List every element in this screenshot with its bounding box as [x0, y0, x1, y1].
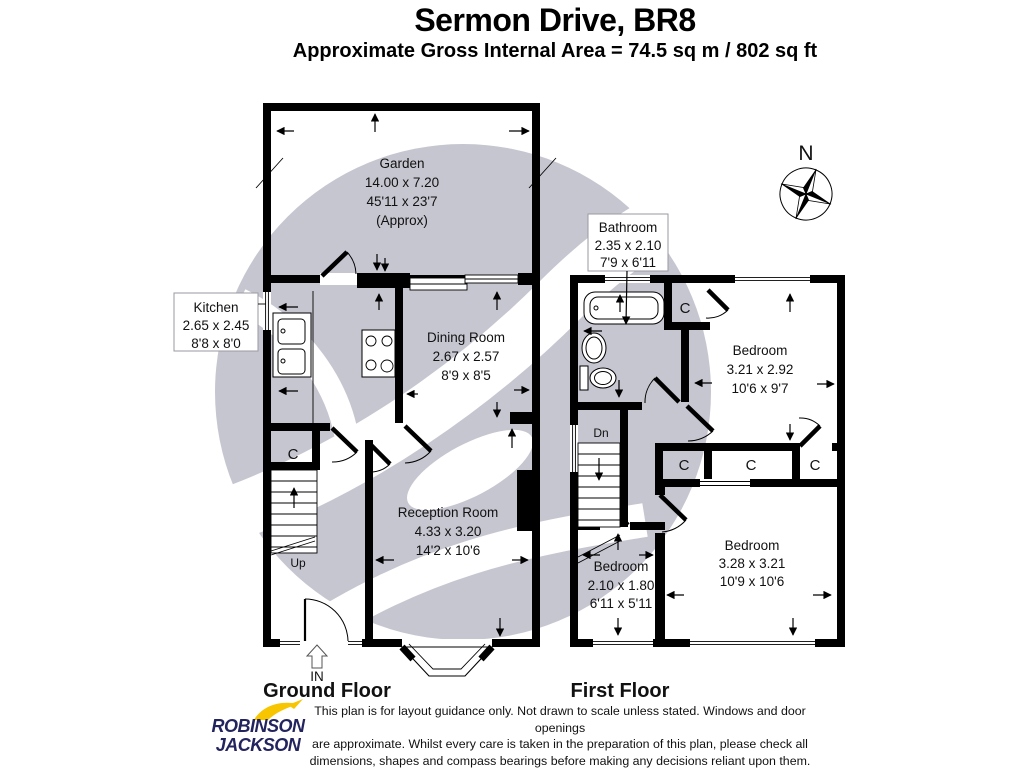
- stairs-down-label: Dn: [593, 426, 608, 440]
- bedroom-small-dim-metric: 2.10 x 1.80: [588, 578, 655, 593]
- ground-floor-windows: [255, 157, 557, 647]
- top-closet-door: [705, 288, 730, 319]
- entrance-arrow-icon: [305, 644, 329, 669]
- page-title: Sermon Drive, BR8: [414, 2, 696, 38]
- kitchen-dim-imperial: 8'8 x 8'0: [191, 336, 240, 351]
- basin: [581, 332, 607, 364]
- disclaimer-line-1: This plan is for layout guidance only. N…: [314, 704, 806, 735]
- dining-room-label: Dining Room: [427, 330, 505, 345]
- bedroom-front-door: [685, 404, 715, 442]
- first-floor-title: First Floor: [571, 680, 670, 702]
- page-subtitle: Approximate Gross Internal Area = 74.5 s…: [292, 40, 818, 62]
- bathroom-dim-imperial: 7'9 x 6'11: [600, 255, 656, 270]
- bedroom-small-dim-imperial: 6'11 x 5'11: [590, 596, 652, 611]
- bathroom-label-box: Bathroom 2.35 x 2.10 7'9 x 6'11: [587, 213, 669, 325]
- ff-closet3-label: C: [810, 457, 821, 474]
- bedroom-back-door: [658, 493, 688, 533]
- gf-closet-label: C: [288, 446, 299, 463]
- agency-name-line2: JACKSON: [215, 735, 301, 755]
- closet-sliding-front: [700, 479, 750, 487]
- kitchen-window: [263, 292, 271, 330]
- reception-door: [368, 442, 392, 473]
- front-door: [300, 598, 349, 647]
- compass-star-icon: [779, 167, 833, 221]
- ground-floor-plan: Kitchen 2.65 x 2.45 8'8 x 8'0 Garden 14.…: [173, 103, 557, 702]
- ff-closet1-label: C: [679, 457, 690, 474]
- bathroom-dim-metric: 2.35 x 2.10: [595, 238, 662, 253]
- stairs-up: [270, 469, 318, 556]
- kitchen-door: [330, 426, 359, 463]
- kitchen-label-box: Kitchen 2.65 x 2.45 8'8 x 8'0: [173, 292, 266, 352]
- chimney-breast: [517, 470, 540, 531]
- first-floor-plan: Bathroom 2.35 x 2.10 7'9 x 6'11 Bedroom …: [570, 213, 845, 702]
- bedroom-back-window: [690, 639, 815, 647]
- dining-reception-door: [403, 424, 433, 464]
- garden-window-right: [528, 157, 557, 189]
- entrance-label: IN: [310, 669, 324, 684]
- closet3-door: [798, 417, 822, 448]
- compass-rose: N: [779, 142, 833, 221]
- bedroom-small-window: [593, 639, 653, 647]
- bedroom-small-label: Bedroom: [594, 559, 649, 574]
- ff-closet-top-label: C: [680, 300, 691, 317]
- first-floor-dim-arrows: [582, 293, 835, 636]
- landing-window: [570, 425, 578, 472]
- ff-closet2-label: C: [746, 457, 757, 474]
- ground-floor-labels: Garden 14.00 x 7.20 45'11 x 23'7 (Approx…: [288, 156, 505, 570]
- disclaimer: This plan is for layout guidance only. N…: [296, 703, 824, 768]
- disclaimer-line-3: dimensions, shapes and compass bearings …: [309, 753, 811, 768]
- garden-window-left: [255, 157, 284, 189]
- bathroom-label: Bathroom: [599, 220, 658, 235]
- logo-bird-icon: [254, 699, 303, 720]
- ground-floor-walls: [263, 273, 540, 647]
- north-label: N: [798, 142, 813, 165]
- garden-walls: [263, 103, 540, 283]
- reception-room-dim-metric: 4.33 x 3.20: [415, 524, 482, 539]
- dining-window: [409, 274, 519, 291]
- bedroom-front-dim-imperial: 10'6 x 9'7: [732, 381, 789, 396]
- kitchen-dim-metric: 2.65 x 2.45: [183, 318, 250, 333]
- first-floor-labels: Bedroom 3.21 x 2.92 10'6 x 9'7 Bedroom 2…: [588, 300, 821, 611]
- bedroom-front-dim-metric: 3.21 x 2.92: [727, 362, 794, 377]
- garden-approx-note: (Approx): [376, 213, 428, 228]
- kitchen-sink: [272, 291, 314, 423]
- first-floor-windows: [570, 275, 815, 647]
- reception-room-dim-imperial: 14'2 x 10'6: [416, 543, 480, 558]
- bedroom-front-window: [735, 275, 810, 283]
- header: Sermon Drive, BR8 Approximate Gross Inte…: [86, 0, 1024, 62]
- garden-door: [320, 250, 357, 278]
- agency-name-line1: ROBINSON: [211, 716, 305, 736]
- agency-logo: ROBINSON JACKSON: [202, 698, 314, 762]
- dining-room-dim-metric: 2.67 x 2.57: [433, 349, 500, 364]
- toilet: [579, 365, 617, 391]
- bathroom-door: [644, 376, 681, 404]
- stairs-up-label: Up: [290, 556, 306, 570]
- reception-room-label: Reception Room: [398, 505, 499, 520]
- garden-label: Garden: [379, 156, 424, 171]
- ground-floor-dim-arrows: [276, 113, 530, 637]
- bedroom-front-label: Bedroom: [733, 343, 788, 358]
- hob: [361, 329, 396, 378]
- ground-floor-title: Ground Floor: [263, 680, 391, 702]
- dining-room-dim-imperial: 8'9 x 8'5: [441, 368, 490, 383]
- bedroom-back-dim-metric: 3.28 x 3.21: [719, 556, 786, 571]
- disclaimer-line-2: are approximate. Whilst every care is ta…: [312, 737, 808, 752]
- garden-dim-imperial: 45'11 x 23'7: [367, 194, 438, 209]
- bay-window: [399, 639, 495, 677]
- bath: [583, 291, 665, 325]
- entrance: IN: [305, 644, 329, 684]
- garden-dim-metric: 14.00 x 7.20: [365, 175, 439, 190]
- bathroom-window: [605, 275, 650, 283]
- ground-floor-doors: [300, 250, 433, 647]
- bedroom-back-dim-imperial: 10'9 x 10'6: [720, 574, 784, 589]
- kitchen-label: Kitchen: [193, 300, 238, 315]
- bedroom-back-label: Bedroom: [725, 538, 780, 553]
